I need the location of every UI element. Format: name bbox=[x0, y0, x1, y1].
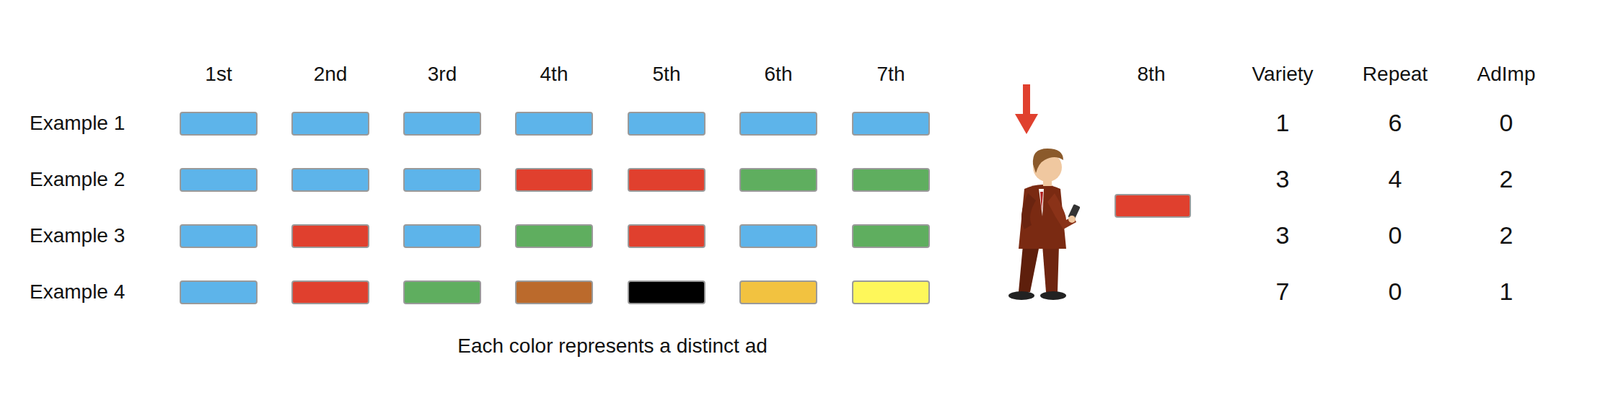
metric-value: 1 bbox=[1276, 109, 1290, 137]
metric-value: 1 bbox=[1499, 278, 1514, 306]
metric-header: Variety bbox=[1251, 63, 1313, 86]
metric-value: 0 bbox=[1388, 222, 1403, 249]
ad-bars bbox=[180, 112, 1191, 304]
column-header: 8th bbox=[1137, 63, 1166, 86]
column-header: 1st bbox=[204, 63, 232, 86]
column-header: 3rd bbox=[427, 63, 457, 86]
column-header: 6th bbox=[764, 63, 793, 86]
metric-value: 0 bbox=[1499, 109, 1514, 137]
metric-header: Repeat bbox=[1362, 63, 1428, 86]
column-header: 4th bbox=[540, 63, 569, 86]
man-figure bbox=[1008, 148, 1081, 301]
metric-value: 4 bbox=[1388, 165, 1403, 193]
example-label: Example 4 bbox=[29, 281, 125, 304]
metric-header: AdImp bbox=[1477, 63, 1536, 86]
metric-value: 2 bbox=[1499, 165, 1514, 193]
example-label: Example 3 bbox=[29, 225, 125, 248]
red-arrow bbox=[1014, 84, 1039, 135]
metric-value: 2 bbox=[1499, 222, 1514, 249]
example-label: Example 1 bbox=[29, 112, 125, 135]
column-header: 7th bbox=[877, 63, 906, 86]
column-header: 2nd bbox=[313, 63, 348, 86]
metric-value: 6 bbox=[1388, 109, 1403, 137]
example-label: Example 2 bbox=[29, 168, 125, 192]
metric-value: 7 bbox=[1276, 278, 1290, 306]
metric-value: 3 bbox=[1276, 165, 1290, 193]
metric-value: 0 bbox=[1388, 278, 1403, 306]
metric-value: 3 bbox=[1276, 222, 1290, 249]
column-header: 5th bbox=[652, 63, 681, 86]
note: Each color represents a distinct ad bbox=[457, 335, 768, 358]
